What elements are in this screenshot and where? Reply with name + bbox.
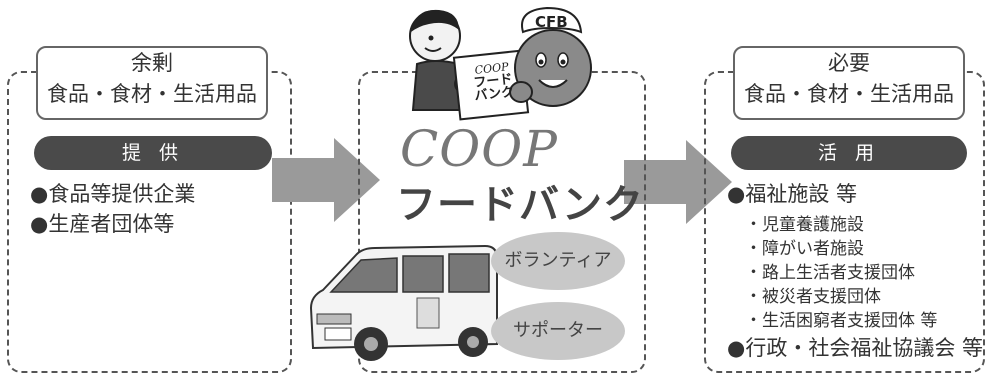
government-bullet: ●行政・社会福祉協議会 等 (727, 336, 983, 360)
needed-title: 必要 (828, 51, 870, 75)
utilize-pill: 活 用 (731, 136, 967, 170)
cfb-label: CFB (535, 13, 568, 31)
supporter-oval: サポーター (491, 302, 625, 360)
provide-pill: 提 供 (34, 136, 272, 170)
recipient-sub-5: ・生活困窮者支援団体 等 (745, 311, 938, 331)
mascot-illustration (409, 6, 592, 121)
surplus-header: 余剰 食品・食材・生活用品 (36, 46, 268, 120)
coop-logo: COOP (400, 120, 558, 178)
welfare-bullet: ●福祉施設 等 (727, 182, 857, 206)
needed-items: 食品・食材・生活用品 (744, 82, 954, 106)
needed-header: 必要 食品・食材・生活用品 (733, 46, 965, 120)
foodbank-logo: フードバンク (396, 182, 644, 228)
surplus-title: 余剰 (131, 51, 173, 75)
arrow-right-icon (272, 138, 380, 222)
recipient-sub-2: ・障がい者施設 (745, 239, 864, 259)
delivery-van-image (309, 244, 498, 361)
provider-bullet-1: ●食品等提供企業 (30, 182, 196, 206)
box-label: COOP フード バンク (461, 59, 525, 104)
surplus-items: 食品・食材・生活用品 (47, 82, 257, 106)
recipient-sub-3: ・路上生活者支援団体 (745, 263, 915, 283)
volunteer-oval: ボランティア (491, 232, 625, 290)
recipient-sub-4: ・被災者支援団体 (745, 287, 881, 307)
recipient-sub-1: ・児童養護施設 (745, 215, 864, 235)
provider-bullet-2: ●生産者団体等 (30, 212, 175, 236)
